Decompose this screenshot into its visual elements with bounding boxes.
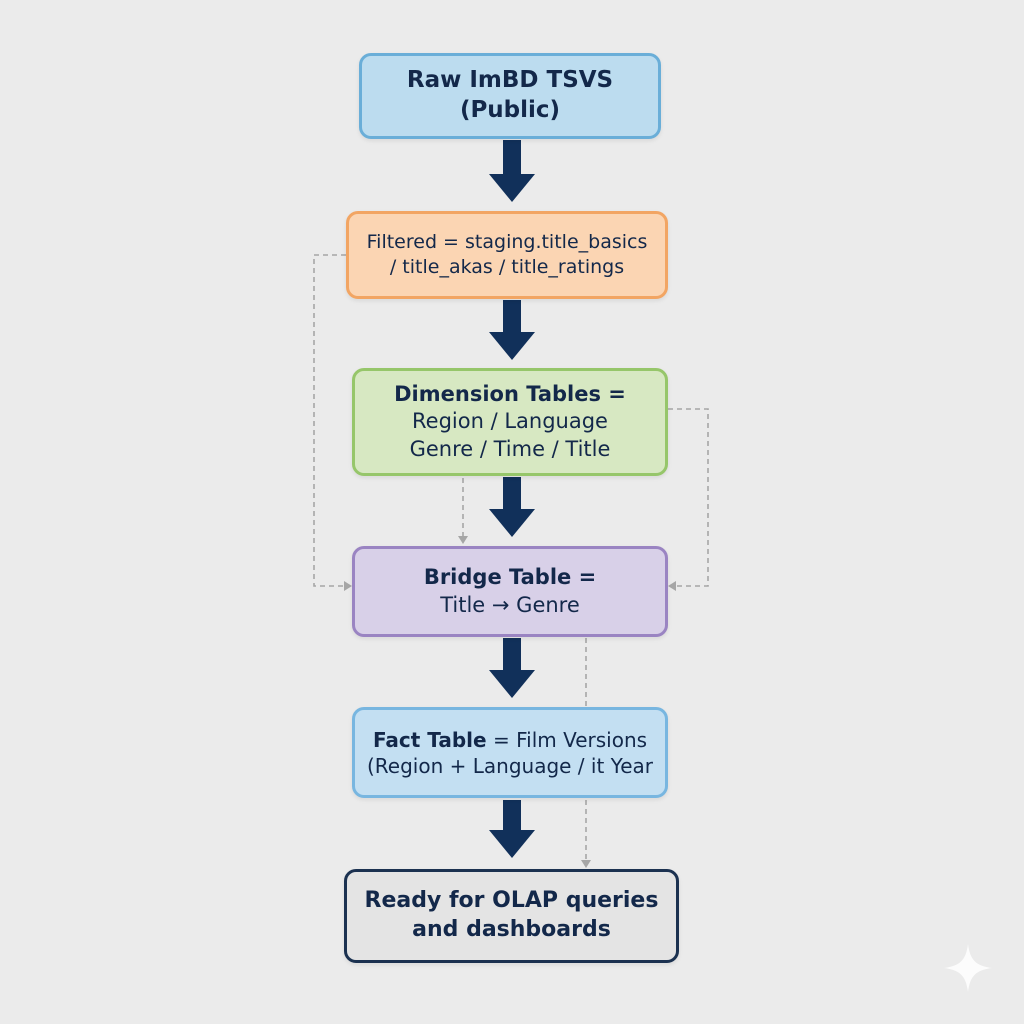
node-dimension-title: Dimension Tables = xyxy=(394,382,626,407)
dashed-link-staging-to-bridge xyxy=(313,254,346,587)
dashed-arrowhead-down-into-ready xyxy=(581,860,591,868)
node-staging-line2: / title_akas / title_ratings xyxy=(389,256,625,278)
node-fact-line2: (Region + Language / it Year xyxy=(367,753,653,778)
flow-arrow-staging-to-dimension xyxy=(489,300,535,360)
dashed-arrowhead-right-into-bridge xyxy=(668,581,676,591)
node-fact-line1: Fact Table = Film Versions xyxy=(373,727,647,753)
node-staging: Filtered = staging.title_basics / title_… xyxy=(346,211,668,299)
flow-arrow-bridge-to-fact xyxy=(489,638,535,698)
node-dimension-tables: Dimension Tables = Region / Language Gen… xyxy=(352,368,668,476)
dashed-arrowhead-left-into-bridge xyxy=(344,581,352,591)
flow-arrow-dimension-to-bridge xyxy=(489,477,535,537)
node-raw-title: Raw ImBD TSVS xyxy=(406,67,614,94)
node-staging-line1: Filtered = staging.title_basics xyxy=(366,231,648,254)
dashed-link-dimension-right-to-bridge xyxy=(668,408,709,587)
flow-arrow-fact-to-ready xyxy=(489,800,535,858)
node-bridge-title: Bridge Table = xyxy=(423,565,597,590)
node-fact-title-rest: = Film Versions xyxy=(486,727,648,752)
node-ready-line1: Ready for OLAP queries xyxy=(364,888,659,914)
node-raw-imdb: Raw ImBD TSVS (Public) xyxy=(359,53,661,139)
node-bridge-line2: Title → Genre xyxy=(440,592,580,617)
dashed-arrowhead-down-into-bridge xyxy=(458,536,468,544)
node-dimension-line3: Genre / Time / Title xyxy=(409,436,611,461)
node-fact-table: Fact Table = Film Versions (Region + Lan… xyxy=(352,707,668,798)
node-bridge-table: Bridge Table = Title → Genre xyxy=(352,546,668,637)
node-fact-title: Fact Table xyxy=(372,727,487,752)
node-ready-line2: and dashboards xyxy=(412,917,611,942)
flow-arrow-raw-to-staging xyxy=(489,140,535,202)
node-raw-subtitle: (Public) xyxy=(459,97,561,123)
sparkle-icon xyxy=(944,944,992,992)
node-dimension-line2: Region / Language xyxy=(412,409,608,434)
node-ready-olap: Ready for OLAP queries and dashboards xyxy=(344,869,679,963)
